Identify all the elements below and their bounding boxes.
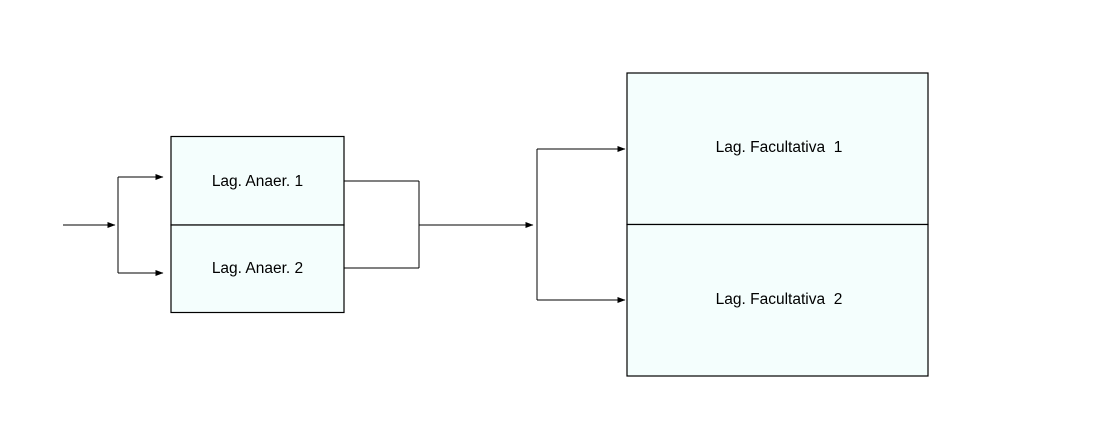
label-anaer-2: Lag. Anaer. 2 — [212, 260, 303, 277]
label-facultativa-2: Lag. Facultativa 2 — [716, 291, 843, 308]
label-facultativa-1: Lag. Facultativa 1 — [716, 139, 843, 156]
node-anaer-2 — [170, 224, 345, 314]
node-anaer-1 — [170, 135, 345, 226]
node-facultativa-2 — [626, 223, 929, 377]
label-anaer-1: Lag. Anaer. 1 — [212, 173, 303, 190]
node-facultativa-1 — [626, 72, 929, 226]
